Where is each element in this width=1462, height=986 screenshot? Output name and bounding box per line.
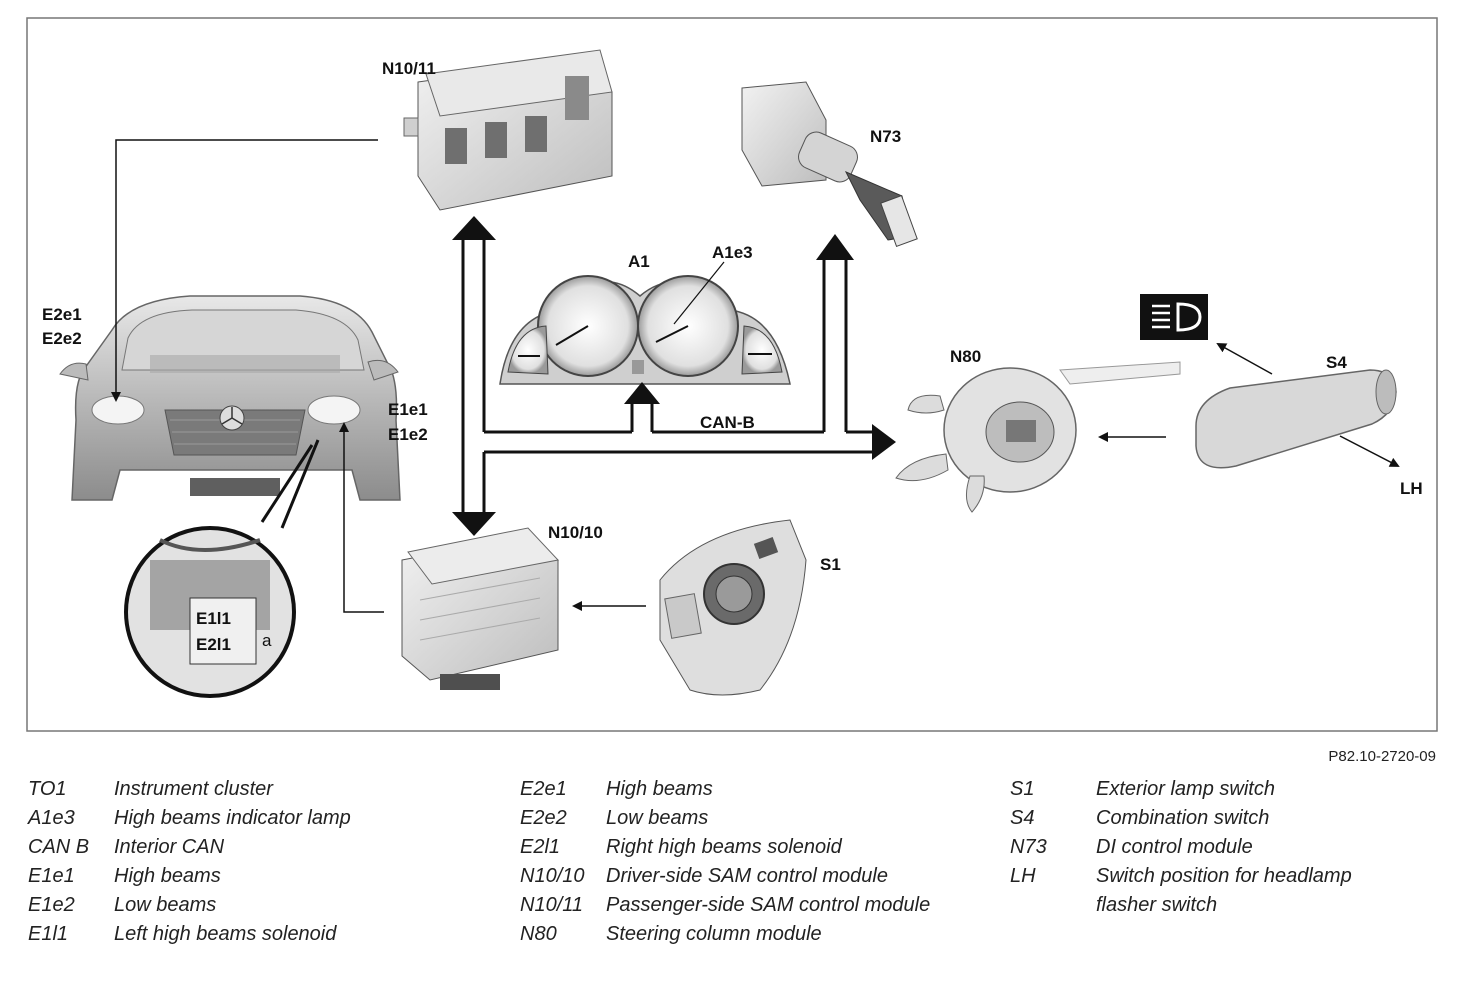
solenoid-inset: E1l1 E2l1 a: [124, 439, 320, 698]
legend-desc: Switch position for headlamp flasher swi…: [1096, 865, 1352, 916]
legend-desc: Instrument cluster: [114, 778, 273, 800]
legend-row: N73 DI control module: [1010, 833, 1396, 862]
legend-code: E2e1: [520, 778, 567, 800]
label-n10-10: N10/10: [548, 523, 603, 542]
label-e2e1: E2e1: [42, 305, 82, 324]
diagram-frame: [26, 17, 1438, 732]
legend-row: N10/10 Driver-side SAM control module: [520, 862, 936, 891]
legend-row: E1e2 Low beams: [28, 891, 351, 920]
legend-code: E1l1: [28, 923, 69, 945]
label-e1l1: E1l1: [196, 609, 231, 628]
legend-row: E2e1 High beams: [520, 775, 936, 804]
can-b-bus: [461, 240, 874, 512]
vehicle-front-view: E2e1 E2e2 E1e1 E1e2: [42, 295, 428, 501]
legend-desc: Combination switch: [1096, 807, 1270, 829]
legend-row: E2l1 Right high beams solenoid: [520, 833, 936, 862]
headlamp-circuit-diagram: E2e1 E2e2 E1e1 E1e2 E1l1 E2l1 a N10/11 N…: [26, 17, 1438, 732]
legend-code: N80: [520, 923, 557, 945]
figure-reference: P82.10-2720-09: [1328, 748, 1436, 765]
can-b-arrowheads: [452, 216, 896, 536]
legend-row: N10/11 Passenger-side SAM control module: [520, 891, 936, 920]
label-n80: N80: [950, 347, 981, 366]
legend-desc: Exterior lamp switch: [1096, 778, 1275, 800]
legend-row: E2e2 Low beams: [520, 804, 936, 833]
legend-row: E1l1 Left high beams solenoid: [28, 920, 351, 949]
legend-code: N10/11: [520, 894, 584, 916]
legend-desc: Passenger-side SAM control module: [606, 894, 931, 916]
legend-code: TO1: [28, 778, 67, 800]
n10-11-module: N10/11: [382, 49, 613, 211]
a1-instrument-cluster: A1 A1e3: [499, 243, 791, 385]
legend-code: A1e3: [28, 807, 75, 829]
legend-row: A1e3 High beams indicator lamp: [28, 804, 351, 833]
legend-column-3: S1 Exterior lamp switch S4 Combination swi…: [1010, 775, 1396, 920]
n80-steering-column-module: N80: [895, 347, 1181, 513]
label-n73: N73: [870, 127, 901, 146]
n73-ignition-module: N73: [741, 81, 918, 248]
label-inset-a: a: [262, 631, 272, 650]
legend-row: TO1 Instrument cluster: [28, 775, 351, 804]
legend-row: CAN B Interior CAN: [28, 833, 351, 862]
label-lh: LH: [1400, 479, 1423, 498]
headlamp-signal-lines: [111, 139, 1400, 613]
legend-row: LH Switch position for headlamp flasher s…: [1010, 862, 1396, 920]
label-e2e2: E2e2: [42, 329, 82, 348]
legend-code: N73: [1010, 836, 1047, 858]
label-a1e3: A1e3: [712, 243, 753, 262]
label-e2l1: E2l1: [196, 635, 231, 654]
legend-code: E2l1: [520, 836, 561, 858]
legend-code: N10/10: [520, 865, 585, 887]
legend-desc: High beams indicator lamp: [114, 807, 351, 829]
label-e1e2: E1e2: [388, 425, 428, 444]
s1-exterior-lamp-switch: S1: [659, 519, 841, 696]
legend-row: E1e1 High beams: [28, 862, 351, 891]
label-s4: S4: [1326, 353, 1347, 372]
legend-desc: High beams: [606, 778, 713, 800]
legend-desc: Driver-side SAM control module: [606, 865, 888, 887]
legend-desc: DI control module: [1096, 836, 1253, 858]
legend-column-2: E2e1 High beams E2e2 Low beams E2l1 Right h…: [520, 775, 936, 949]
legend-desc: Left high beams solenoid: [114, 923, 337, 945]
legend-row: N80 Steering column module: [520, 920, 936, 949]
label-can-b: CAN-B: [700, 413, 755, 432]
label-n10-11: N10/11: [382, 59, 436, 78]
legend-code: LH: [1010, 865, 1036, 887]
legend-code: S1: [1010, 778, 1035, 800]
legend-row: S4 Combination switch: [1010, 804, 1396, 833]
label-e1e1: E1e1: [388, 400, 428, 419]
legend-desc: Low beams: [606, 807, 709, 829]
legend-desc: Right high beams solenoid: [606, 836, 842, 858]
legend-code: E1e2: [28, 894, 75, 916]
s4-combination-switch: S4 LH: [1140, 294, 1423, 498]
n10-10-module: N10/10: [401, 523, 603, 690]
legend-column-1: TO1 Instrument cluster A1e3 High beams ind…: [28, 775, 351, 949]
legend-code: E1e1: [28, 865, 75, 887]
legend-desc: Interior CAN: [114, 836, 225, 858]
label-s1: S1: [820, 555, 841, 574]
legend-code: S4: [1010, 807, 1035, 829]
legend-desc: High beams: [114, 865, 221, 887]
label-a1: A1: [628, 252, 650, 271]
legend-code: CAN B: [28, 836, 90, 858]
legend-code: E2e2: [520, 807, 567, 829]
legend-desc: Low beams: [114, 894, 217, 916]
legend-row: S1 Exterior lamp switch: [1010, 775, 1396, 804]
legend-desc: Steering column module: [606, 923, 822, 945]
